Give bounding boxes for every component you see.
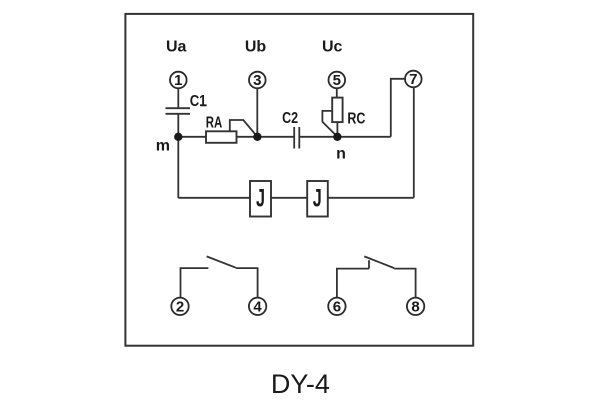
svg-text:8: 8 [411,299,419,316]
svg-text:RC: RC [347,110,365,127]
svg-text:m: m [156,137,170,154]
svg-text:7: 7 [409,71,417,88]
svg-text:J: J [256,185,265,213]
svg-text:Uc: Uc [322,39,343,56]
svg-text:4: 4 [253,299,262,316]
svg-text:Ua: Ua [166,39,187,56]
svg-text:n: n [336,146,346,163]
svg-text:DY-4: DY-4 [271,369,330,399]
svg-text:C2: C2 [282,110,298,127]
svg-text:Ub: Ub [245,39,267,56]
svg-text:J: J [313,185,322,213]
svg-text:3: 3 [253,72,261,89]
svg-text:2: 2 [176,299,184,316]
svg-text:1: 1 [174,72,182,89]
svg-text:RA: RA [206,115,223,132]
svg-text:C1: C1 [190,93,207,110]
svg-text:5: 5 [333,72,341,89]
svg-text:6: 6 [333,299,341,316]
